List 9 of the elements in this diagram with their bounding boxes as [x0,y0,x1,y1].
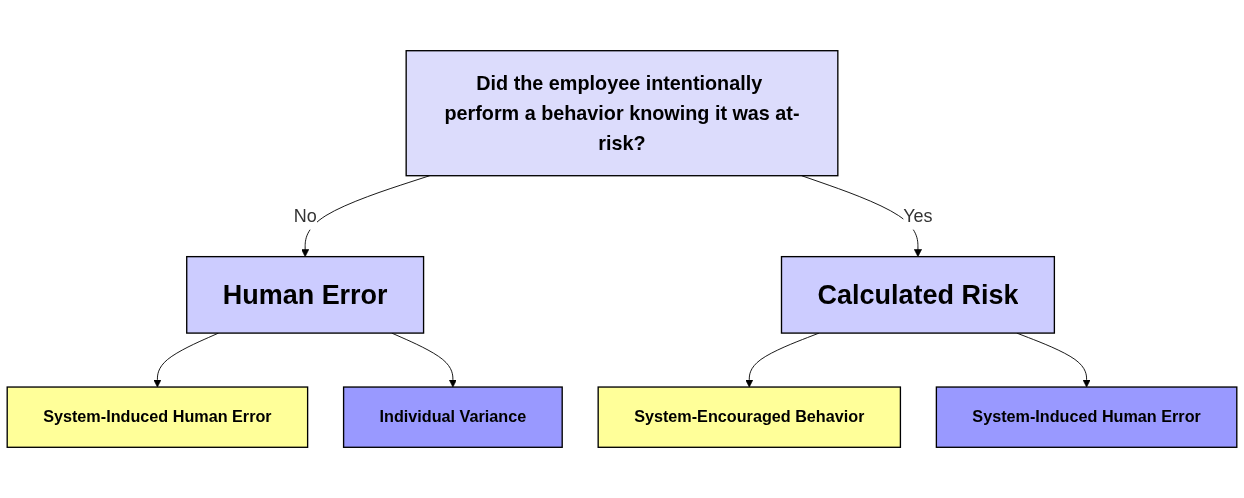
node-box: Human Error [186,255,425,334]
node-box: Individual Variance [342,386,563,448]
edge-label: No [293,206,317,227]
node-box: System-Encouraged Behavior [597,386,902,448]
node-box: System-Induced Human Error [935,386,1238,448]
node-box: System-Induced Human Error [6,386,309,448]
node-box: Calculated Risk [780,255,1056,334]
edge-label: Yes [903,206,933,227]
node-box: Did the employee intentionally perform a behavior knowing it was at-risk? [405,50,839,177]
